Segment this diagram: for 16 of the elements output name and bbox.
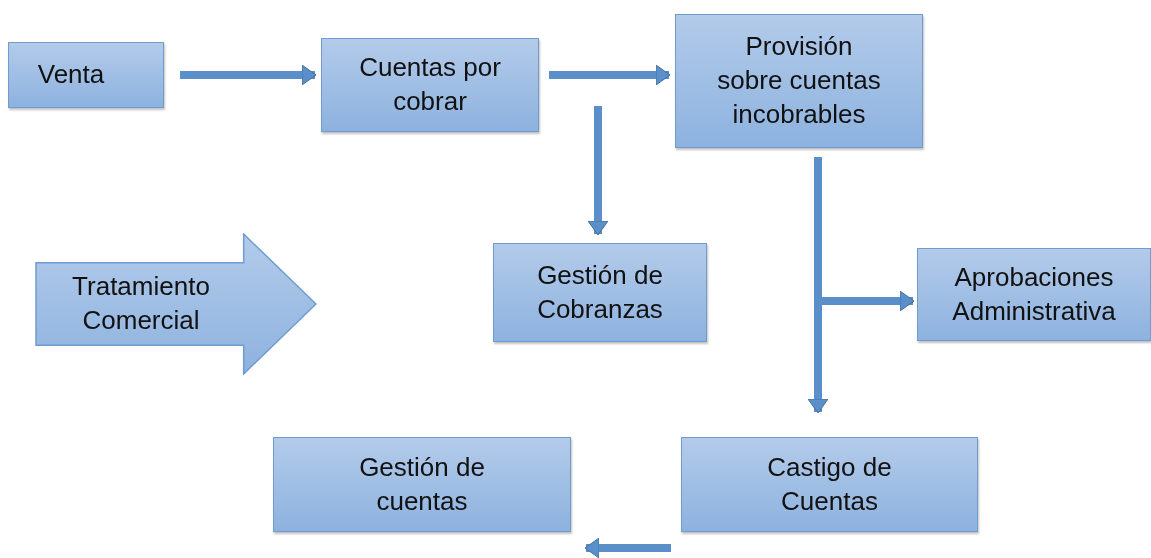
- process-box: [493, 243, 707, 342]
- box-label: Provisión sobre cuentas incobrables: [716, 30, 882, 131]
- box-label: Gestión de cuentas: [358, 450, 486, 518]
- process-box: [675, 14, 923, 148]
- process-box: [321, 38, 539, 132]
- box-label: Tratamiento Comercial: [71, 270, 211, 337]
- process-box: [273, 437, 571, 532]
- box-label: Gestión de Cobranzas: [536, 258, 664, 326]
- process-box: [917, 248, 1151, 341]
- block-arrow-shape: [35, 233, 317, 375]
- box-label: Venta: [37, 58, 105, 92]
- box-label: Castigo de Cuentas: [766, 450, 893, 518]
- box-label: Aprobaciones Administrativa: [951, 260, 1117, 328]
- process-box: [8, 42, 164, 108]
- process-box: [681, 437, 978, 532]
- box-label: Cuentas por cobrar: [358, 51, 502, 118]
